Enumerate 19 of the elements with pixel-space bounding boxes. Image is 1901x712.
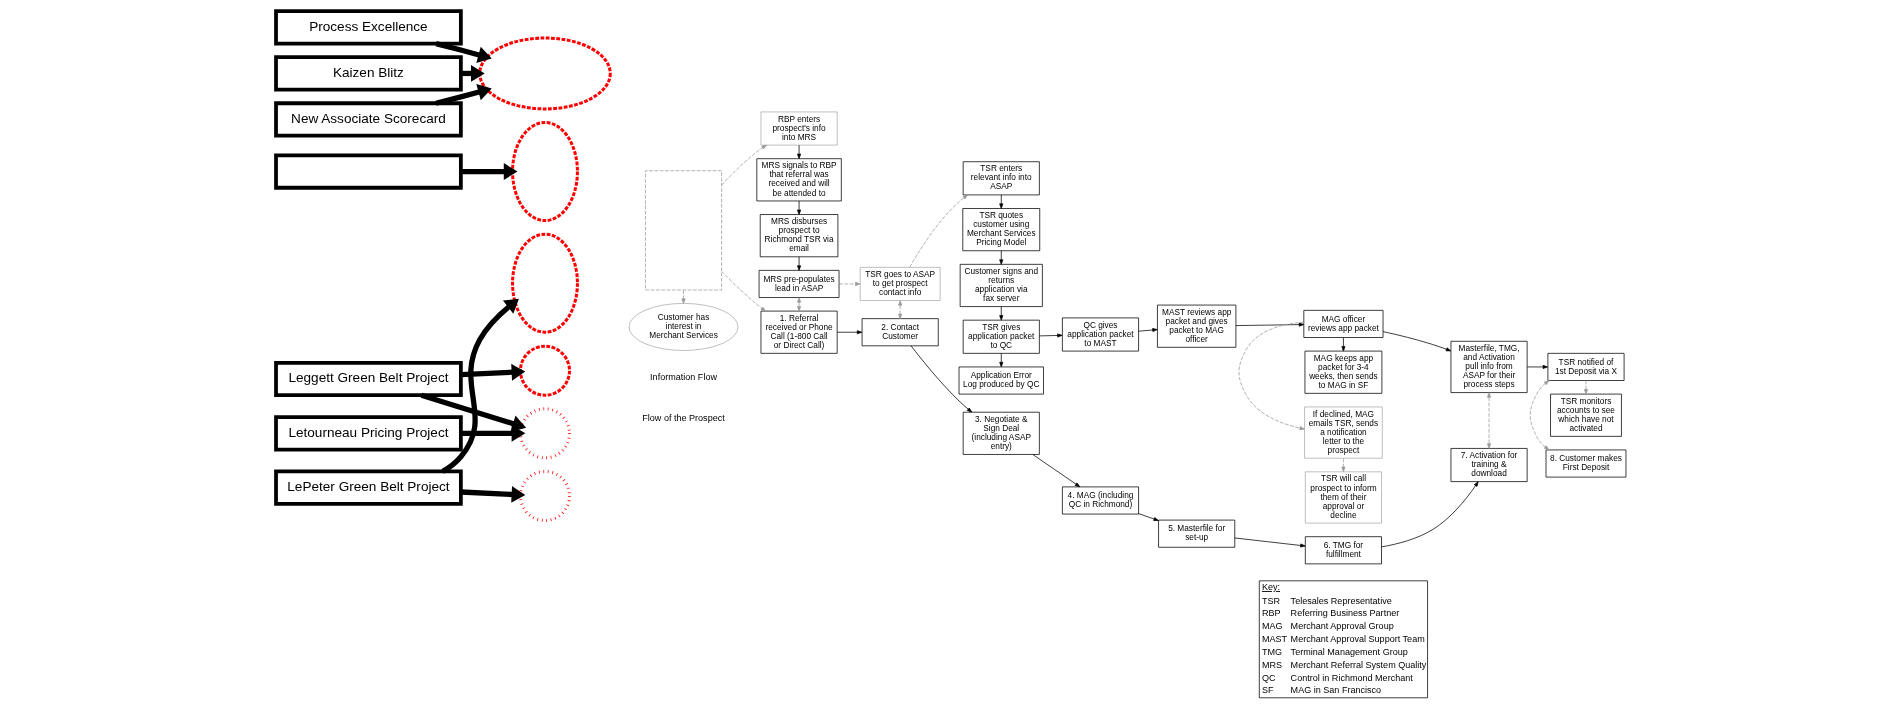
label: Telesales Representative [1290,595,1392,606]
label: Information Flow [649,371,717,382]
label: SF [1261,685,1274,696]
label: MRS [1261,659,1282,670]
label: RBP [1261,608,1281,619]
label: MAG [1261,621,1283,632]
label: Referring Business Partner [1290,608,1399,619]
label: Control in Richmond Merchant [1290,672,1413,683]
label: Flow of the Prospect [641,412,725,423]
label: Merchant Approval Group [1290,621,1394,632]
label: TSR [1261,595,1280,606]
label: Merchant Referral System Quality [1290,659,1426,670]
label: Key: [1261,581,1280,592]
label: TMG [1261,646,1282,657]
label: MAST [1261,634,1287,645]
label: Merchant Approval Support Team [1290,634,1425,645]
label: MAG in San Francisco [1290,685,1381,696]
label: Terminal Management Group [1290,646,1408,657]
label: QC [1261,672,1276,683]
